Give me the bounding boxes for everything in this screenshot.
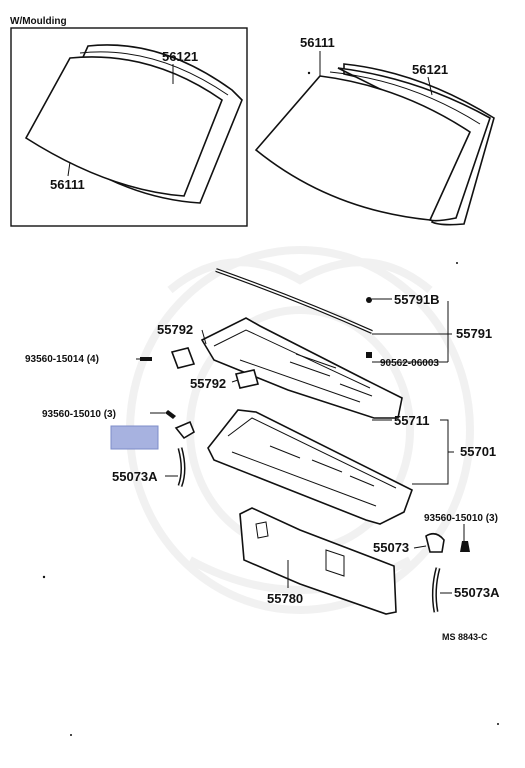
label-screw-3: 93560-15010 (3) — [42, 409, 116, 420]
screw-3 — [165, 410, 176, 419]
highlight-box[interactable] — [110, 425, 159, 450]
cover-55792-lower — [234, 369, 260, 389]
cowl-panel — [207, 409, 413, 525]
label-55792-lower: 55792 — [190, 376, 226, 391]
speck — [307, 71, 311, 75]
cowl-louver — [200, 317, 403, 419]
label-55791: 55791 — [456, 326, 492, 341]
nozzle-left — [174, 420, 195, 440]
label-55780: 55780 — [267, 591, 303, 606]
label-55073a-left: 55073A — [112, 469, 158, 484]
label-inset-moulding: 56121 — [162, 49, 198, 64]
silencer-pad — [239, 507, 397, 615]
label-55711: 55711 — [394, 413, 429, 428]
speck — [456, 262, 458, 264]
speck — [70, 734, 72, 736]
label-90562: 90562-06003 — [380, 358, 439, 369]
cover-55792-upper — [170, 347, 196, 369]
label-55073a-right: 55073A — [454, 585, 500, 600]
main-windshield — [254, 63, 495, 226]
label-55701: 55701 — [460, 444, 496, 459]
nozzle-right — [425, 532, 445, 553]
label-inset-glass: 56111 — [50, 177, 85, 192]
inset-windshield — [24, 44, 243, 204]
label-main-glass: 56111 — [300, 35, 335, 50]
label-screw-3-right: 93560-15010 (3) — [424, 513, 498, 524]
inset-title: W/Moulding — [10, 16, 67, 27]
label-55792-upper: 55792 — [157, 322, 193, 337]
label-55791b: 55791B — [394, 292, 440, 307]
label-55073-right: 55073 — [373, 540, 409, 555]
label-screw-4: 93560-15014 (4) — [25, 354, 99, 365]
leader-lines — [136, 298, 465, 594]
label-main-weatherstrip: 56121 — [412, 62, 448, 77]
screw-55791b — [366, 297, 372, 303]
speck — [497, 723, 499, 725]
screw-4 — [140, 357, 152, 361]
inset-frame — [10, 27, 248, 227]
speck — [42, 575, 46, 579]
diagram-code: MS 8843-C — [442, 632, 488, 642]
screw-3-right — [460, 541, 470, 552]
clip-90562 — [366, 352, 372, 358]
